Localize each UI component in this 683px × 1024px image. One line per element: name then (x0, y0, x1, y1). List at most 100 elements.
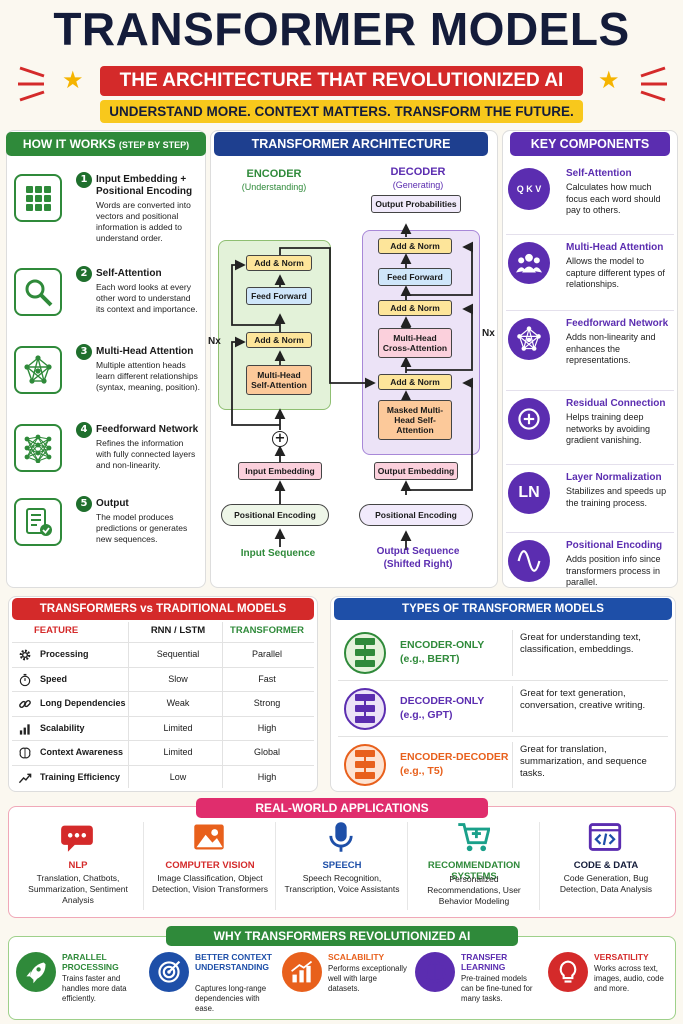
step-number: 1 (76, 172, 92, 188)
step-number: 4 (76, 422, 92, 438)
type-name: ENCODER-ONLY (400, 639, 485, 651)
decoder-feed-forward: Feed Forward (378, 268, 452, 286)
step-number: 5 (76, 496, 92, 512)
comparison-feature: Long Dependencies (40, 698, 126, 708)
why-description: Pre-trained models can be fine-tuned for… (461, 974, 533, 1003)
rocket-icon (16, 952, 56, 992)
key-component-title: Residual Connection (566, 398, 666, 409)
architecture-connectors (231, 223, 473, 550)
target-icon (149, 952, 189, 992)
application-title: CODE & DATA (573, 860, 639, 871)
decoder-add-norm-middle: Add & Norm (378, 300, 452, 316)
step-description: Multiple attention heads learn different… (96, 360, 200, 392)
decoder-output-probabilities: Output Probabilities (371, 195, 461, 213)
step-number: 2 (76, 266, 92, 282)
application-description: Image Classification, Object Detection, … (151, 873, 269, 894)
plus-circle-icon (508, 398, 550, 440)
key-component-description: Allows the model to capture different ty… (566, 256, 665, 289)
key-component-title: Positional Encoding (566, 540, 663, 551)
comparison-feature: Processing (40, 649, 89, 659)
code-icon (588, 820, 622, 858)
brain-icon (18, 745, 32, 764)
step-number: 3 (76, 344, 92, 360)
why-description: Works across text, images, audio, code a… (594, 964, 664, 993)
comparison-rnn-value: Weak (166, 698, 190, 708)
brain-icon (415, 952, 455, 992)
why-title: TRANSFER LEARNING (461, 952, 508, 972)
encoder-self-attention: Multi-Head Self-Attention (246, 365, 312, 395)
comparison-transformer-value: Fast (258, 673, 276, 684)
why-title: VERSATILITY (594, 952, 649, 962)
why-title: SCALABILITY (328, 952, 385, 962)
application-title: NLP (68, 860, 88, 871)
type-example: (e.g., T5) (400, 765, 444, 777)
type-description: Great for understanding text, classifica… (520, 632, 641, 655)
key-component-description: Calculates how much focus each word shou… (566, 182, 661, 215)
key-component-description: Stabilizes and speeds up the training pr… (566, 486, 667, 508)
star-icon: ★ (62, 66, 84, 94)
output-sequence-sub: (Shifted Right) (383, 559, 453, 570)
gear-icon (18, 647, 32, 666)
qkv-icon: Q K V (508, 168, 550, 210)
encoder-add-norm-top: Add & Norm (246, 255, 312, 271)
decoder-nx-label: Nx (482, 328, 495, 339)
document-check-icon (14, 498, 62, 546)
decoder-sub: (Generating) (392, 180, 444, 190)
comparison-column-headers: FEATURE RNN / LSTM TRANSFORMER (12, 622, 314, 640)
comparison-transformer-value: High (257, 722, 277, 733)
type-example: (e.g., GPT) (400, 709, 453, 721)
encoder-add-norm-bottom: Add & Norm (246, 332, 312, 348)
step-description: Words are converted into vectors and pos… (96, 200, 191, 243)
decoder-add-norm-top: Add & Norm (378, 238, 452, 254)
encoder-feed-forward: Feed Forward (246, 287, 312, 305)
input-sequence-label: Input Sequence (240, 548, 316, 559)
encoder-nx-label: Nx (208, 336, 221, 347)
star-icon: ★ (598, 66, 620, 94)
burst-lines-right (640, 66, 667, 102)
application-description: Code Generation, Bug Detection, Data Ana… (559, 873, 653, 894)
application-title: RECOMMENDATION SYSTEMS (427, 860, 521, 882)
step-title: Feedforward Network (96, 424, 199, 435)
stopwatch-icon (18, 672, 32, 691)
step-title: Output (96, 498, 129, 509)
how-it-works-title: HOW IT WORKS (22, 137, 116, 151)
comparison-feature: Training Efficiency (40, 771, 121, 782)
application-description: Personalized Recommendations, User Behav… (427, 874, 521, 906)
model-stack-icon (344, 632, 386, 674)
magnifier-icon (14, 268, 62, 316)
lightbulb-icon (548, 952, 588, 992)
network-icon (508, 318, 550, 360)
growth-chart-icon (282, 952, 322, 992)
comparison-rnn-value: Slow (168, 673, 188, 684)
comparison-rnn-value: Low (169, 771, 187, 782)
encoder-sub: (Understanding) (241, 182, 307, 192)
type-row: DECODER-ONLY(e.g., GPT)Great for text ge… (334, 680, 672, 736)
how-it-works-header: HOW IT WORKS (STEP BY STEP) (6, 132, 206, 156)
step-title: Input Embedding + Positional Encoding (96, 174, 193, 197)
comparison-feature: Context Awareness (40, 747, 124, 757)
tagline-banner: UNDERSTAND MORE. CONTEXT MATTERS. TRANSF… (100, 100, 583, 123)
types-panel (330, 596, 676, 792)
key-component-description: Adds position info since transformers pr… (566, 554, 661, 587)
add-circle-icon: + (272, 431, 288, 447)
application-title: COMPUTER VISION (165, 860, 255, 871)
subtitle-banner: THE ARCHITECTURE THAT REVOLUTIONIZED AI (100, 66, 583, 96)
wave-icon (508, 540, 550, 582)
comparison-rnn-value: Sequential (156, 649, 200, 659)
decoder-output-embedding: Output Embedding (374, 462, 458, 480)
encoder-input-embedding: Input Embedding (238, 462, 322, 480)
